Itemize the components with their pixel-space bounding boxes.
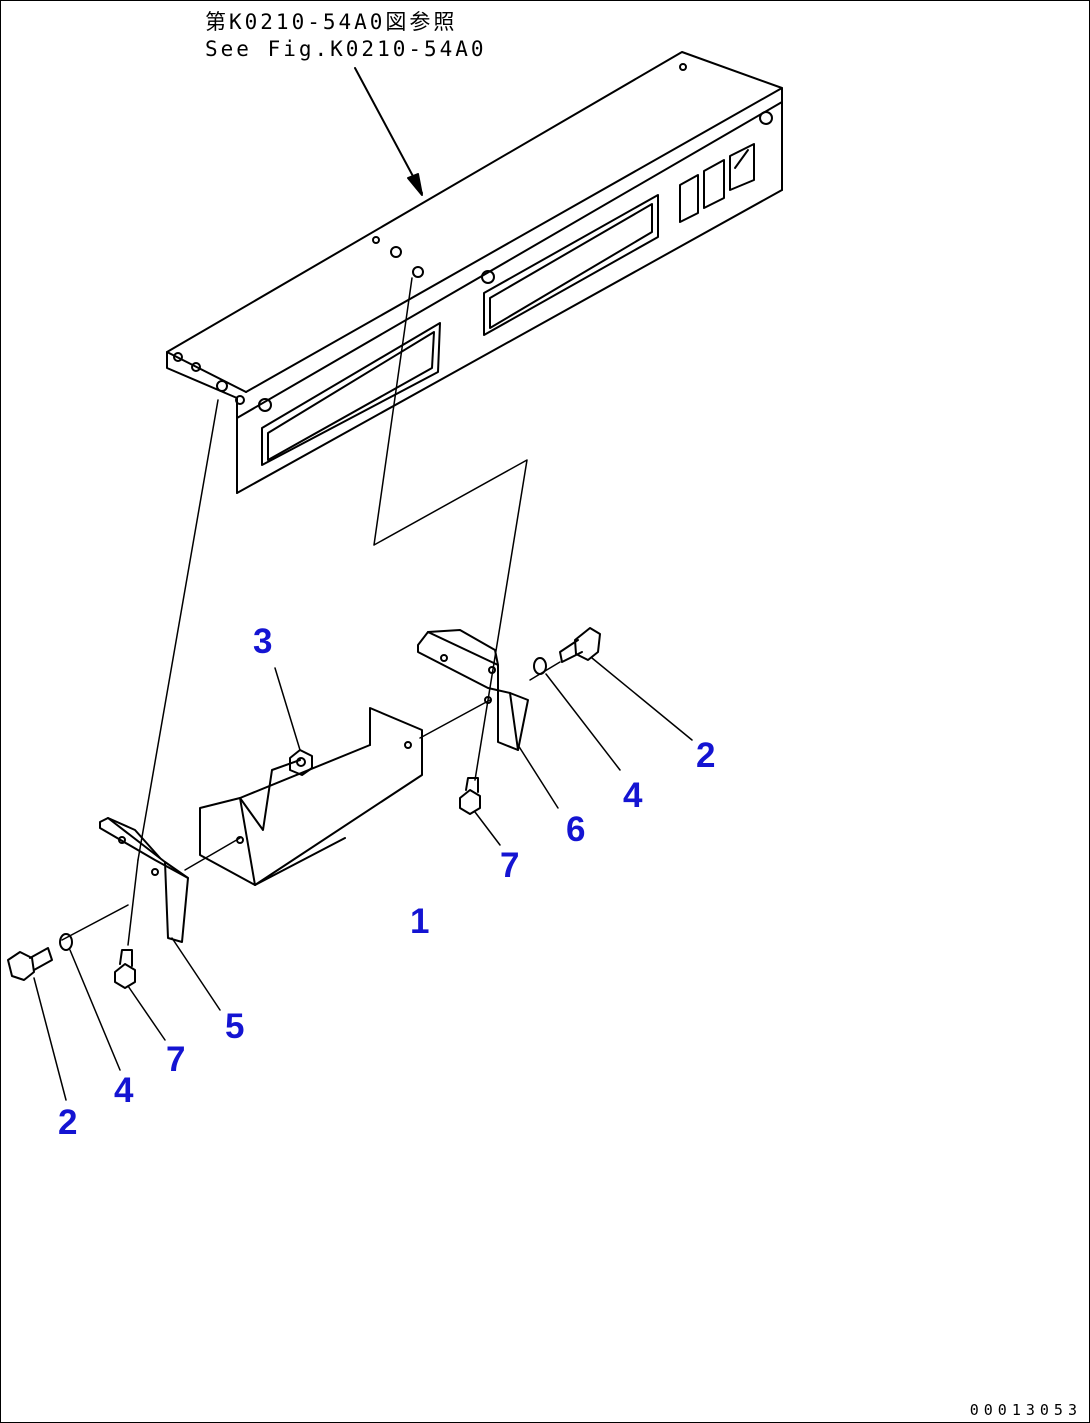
callout-5: 5 <box>225 1007 245 1046</box>
part-4-washer-right <box>533 657 621 771</box>
callout-4-left: 4 <box>114 1071 134 1110</box>
reference-arrow <box>354 67 423 196</box>
callout-7-left: 7 <box>166 1040 186 1079</box>
reference-note-en: See Fig.K0210-54A0 <box>205 37 487 61</box>
reference-note-jp: 第K0210-54A0図参照 <box>205 10 458 34</box>
part-2-bolt-left <box>7 947 67 1101</box>
callout-1: 1 <box>410 902 430 941</box>
part-7-screw-right <box>459 777 501 846</box>
callout-2-right: 2 <box>696 736 716 775</box>
callout-7-right: 7 <box>500 846 520 885</box>
drawing-number: 00013053 <box>969 1401 1082 1419</box>
callout-4-right: 4 <box>623 776 643 815</box>
console-panel <box>166 51 783 494</box>
part-3-nut <box>274 667 313 776</box>
callout-3: 3 <box>253 622 273 661</box>
part-4-washer-left <box>59 933 121 1071</box>
part-7-screw-left <box>114 949 166 1041</box>
part-5-bracket <box>99 817 221 1011</box>
callout-2-left: 2 <box>58 1103 78 1142</box>
part-6-bracket <box>417 629 559 809</box>
callout-6: 6 <box>566 810 586 849</box>
assembly-guide-lines <box>61 277 561 946</box>
part-1-tray <box>199 707 423 886</box>
part-2-bolt-right <box>559 627 693 741</box>
